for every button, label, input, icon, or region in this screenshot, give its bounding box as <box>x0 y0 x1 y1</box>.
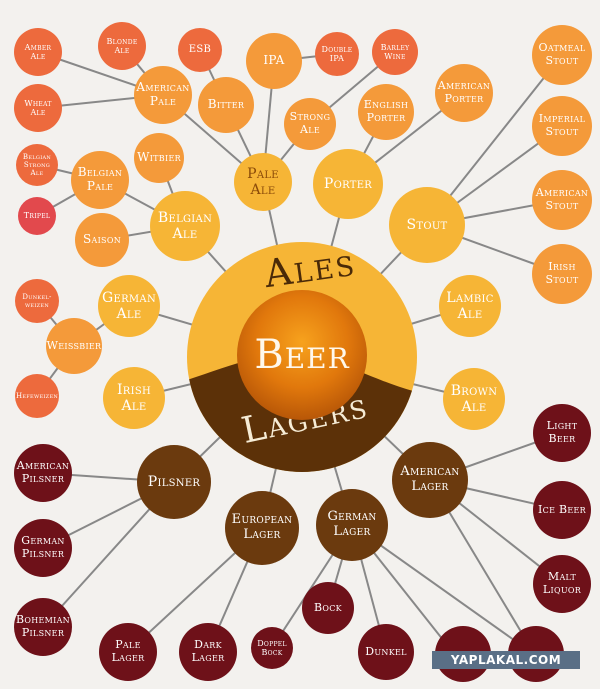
node-label: English Porter <box>363 98 409 124</box>
node-label: Belgian Strong Ale <box>22 152 52 178</box>
node-light-beer: Light Beer <box>533 404 591 462</box>
node-label: Bitter <box>207 97 245 112</box>
node-label: Dunkel-weizen <box>22 292 52 309</box>
node-dunkel: Dunkel <box>358 624 414 680</box>
node-label: German Pilsner <box>21 534 65 560</box>
node-label: Belgian Ale <box>157 209 213 242</box>
node-irish-ale: Irish Ale <box>103 367 165 429</box>
node-tripel: Tripel <box>18 197 56 235</box>
node-wheat-ale: Wheat Ale <box>14 84 62 132</box>
node-label: ESB <box>188 44 212 56</box>
connector-line <box>351 524 536 656</box>
node-label: American Pilsner <box>16 459 70 485</box>
node-label: American Stout <box>535 186 589 212</box>
node-blonde-ale: Blonde Ale <box>98 22 146 70</box>
node-label: IPA <box>263 53 285 68</box>
node-label: American Pale <box>136 80 190 108</box>
node-bock: Bock <box>302 582 354 634</box>
node-american-pilsner: American Pilsner <box>14 444 72 502</box>
node-label: Bock <box>314 600 342 614</box>
node-porter: Porter <box>313 149 383 219</box>
node-label: Belgian Pale <box>77 165 123 193</box>
node-german-ale: German Ale <box>98 275 160 337</box>
node-label: American Lager <box>400 464 460 494</box>
node-dunkelweizen: Dunkel-weizen <box>15 279 59 323</box>
node-label: Saison <box>83 232 121 247</box>
node-strong-ale: Strong Ale <box>284 98 336 150</box>
node-ice-beer: Ice Beer <box>533 481 591 539</box>
node-barley-wine: Barley Wine <box>372 29 418 75</box>
node-brown-ale: Brown Ale <box>443 368 505 430</box>
node-pale-ale: Pale Ale <box>234 153 292 211</box>
node-label: Irish Ale <box>116 381 152 414</box>
node-imperial-stout: Imperial Stout <box>532 96 592 156</box>
node-label: Barley Wine <box>380 42 410 61</box>
node-stout: Stout <box>389 187 465 263</box>
node-label: Doppel Bock <box>257 638 287 657</box>
node-label: Amber Ale <box>24 42 52 61</box>
node-bitter: Bitter <box>198 77 254 133</box>
node-label: Double IPA <box>321 44 353 63</box>
node-american-lager: American Lager <box>392 442 468 518</box>
node-label: Malt Liquor <box>542 570 582 596</box>
node-german-pilsner: German Pilsner <box>14 519 72 577</box>
node-label: Imperial Stout <box>538 112 586 138</box>
node-label: Pale Lager <box>111 638 145 664</box>
beer-center: Beer <box>237 290 367 420</box>
beer-label: Beer <box>254 332 350 378</box>
node-belgian-strong-ale: Belgian Strong Ale <box>16 144 58 186</box>
node-label: Strong Ale <box>289 110 331 136</box>
node-label: Blonde Ale <box>106 36 138 55</box>
node-german-lager: German Lager <box>316 489 388 561</box>
node-label: Stout <box>406 216 448 233</box>
node-label: Hefeweizen <box>15 391 59 400</box>
node-label: Irish Stout <box>545 260 579 286</box>
node-saison: Saison <box>75 213 129 267</box>
node-belgian-pale: Belgian Pale <box>71 151 129 209</box>
node-hefeweizen: Hefeweizen <box>15 374 59 418</box>
node-label: Light Beer <box>546 419 578 445</box>
node-label: Dark Lager <box>191 638 225 664</box>
node-label: Wheat Ale <box>24 98 52 117</box>
node-american-porter: American Porter <box>435 64 493 122</box>
node-label: American Porter <box>437 79 491 105</box>
node-english-porter: English Porter <box>358 84 414 140</box>
watermark: YAPLAKAL.COM <box>432 651 580 669</box>
node-malt-liquor: Malt Liquor <box>533 555 591 613</box>
node-label: German Ale <box>101 289 157 322</box>
node-label: European Lager <box>231 512 293 542</box>
node-american-stout: American Stout <box>532 170 592 230</box>
node-belgian-ale: Belgian Ale <box>150 191 220 261</box>
node-label: Pale Ale <box>247 165 279 198</box>
node-label: Dunkel <box>365 644 407 658</box>
node-double-ipa: Double IPA <box>315 32 359 76</box>
node-bohemian-pilsner: Bohemian Pilsner <box>14 598 72 656</box>
node-label: Tripel <box>23 211 51 221</box>
node-label: Pilsner <box>147 473 201 490</box>
node-amber-ale: Amber Ale <box>14 28 62 76</box>
node-doppel-bock: Doppel Bock <box>251 627 293 669</box>
node-pale-lager: Pale Lager <box>99 623 157 681</box>
node-label: Weissbier <box>46 338 102 352</box>
node-pilsner: Pilsner <box>137 445 211 519</box>
node-european-lager: European Lager <box>225 491 299 565</box>
node-label: Lambic Ale <box>446 289 494 322</box>
node-esb: ESB <box>178 28 222 72</box>
node-label: Oatmeal Stout <box>538 41 586 67</box>
node-lambic-ale: Lambic Ale <box>439 275 501 337</box>
node-irish-stout: Irish Stout <box>532 244 592 304</box>
node-label: Porter <box>323 175 373 192</box>
node-american-pale: American Pale <box>134 66 192 124</box>
node-ipa: IPA <box>246 33 302 89</box>
node-label: Brown Ale <box>450 382 498 415</box>
node-oatmeal-stout: Oatmeal Stout <box>532 25 592 85</box>
node-label: Bohemian Pilsner <box>16 613 70 639</box>
node-label: Ice Beer <box>538 502 586 516</box>
node-label: German Lager <box>327 509 377 539</box>
node-weissbier: Weissbier <box>46 318 102 374</box>
node-label: Witbier <box>137 150 181 165</box>
node-witbier: Witbier <box>134 133 184 183</box>
node-dark-lager: Dark Lager <box>179 623 237 681</box>
